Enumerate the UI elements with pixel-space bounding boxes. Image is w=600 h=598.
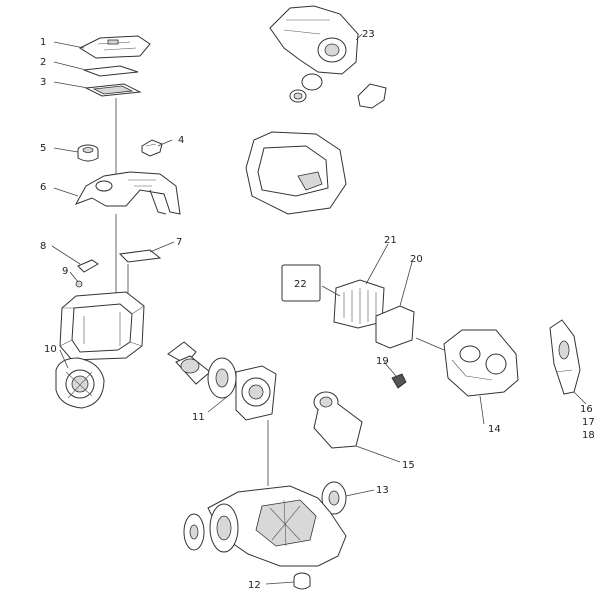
callout-5: 5 xyxy=(40,143,46,154)
leader-lines xyxy=(51,33,587,585)
callout-17: 17 xyxy=(582,417,595,428)
callout-2: 2 xyxy=(40,57,46,68)
part-6-upper-housing xyxy=(74,171,181,215)
part-dust-tray xyxy=(245,131,347,215)
part-base-chassis xyxy=(183,485,347,567)
part-19-nozzle xyxy=(391,373,407,389)
callout-labels: 1 2 3 4 5 6 7 8 9 10 11 12 13 14 15 16 1… xyxy=(40,29,595,591)
callout-13: 13 xyxy=(376,485,389,496)
part-22-filter-plate xyxy=(281,264,321,302)
callout-15: 15 xyxy=(402,460,415,471)
callout-11: 11 xyxy=(192,412,205,423)
callout-8: 8 xyxy=(40,241,46,252)
part-16-side-panel xyxy=(549,319,581,395)
part-14-filter-housing xyxy=(443,329,519,397)
callout-4: 4 xyxy=(178,135,184,146)
part-10-rear-cover xyxy=(55,357,105,409)
callout-6: 6 xyxy=(40,182,46,193)
callout-7: 7 xyxy=(176,237,182,248)
part-10-motor-frame xyxy=(59,291,145,361)
callout-1: 1 xyxy=(40,37,46,48)
part-4-switch xyxy=(141,139,163,157)
part-9-screw xyxy=(75,280,83,288)
callout-20: 20 xyxy=(410,254,423,265)
part-5-knob xyxy=(77,144,99,162)
part-12-caster xyxy=(293,572,311,590)
callout-3: 3 xyxy=(40,77,46,88)
part-1-top-cover xyxy=(78,35,151,59)
callout-21: 21 xyxy=(384,235,397,246)
part-15-inlet-cone xyxy=(313,391,363,449)
part-23-top-shell xyxy=(269,5,387,109)
callout-14: 14 xyxy=(488,424,501,435)
callout-19: 19 xyxy=(376,356,389,367)
callout-18: 18 xyxy=(582,430,595,441)
callout-22: 22 xyxy=(294,279,307,290)
callout-23: 23 xyxy=(362,29,375,40)
part-7-plate xyxy=(118,249,162,263)
part-13-rear-wheel xyxy=(321,481,347,515)
callout-16: 16 xyxy=(580,404,593,415)
callout-9: 9 xyxy=(62,266,68,277)
part-3-grille xyxy=(84,83,142,97)
callout-10: 10 xyxy=(44,344,57,355)
part-2-pad xyxy=(83,65,139,77)
callout-12: 12 xyxy=(248,580,261,591)
part-8-clip xyxy=(77,259,99,273)
part-11-motor-assembly xyxy=(167,341,277,421)
